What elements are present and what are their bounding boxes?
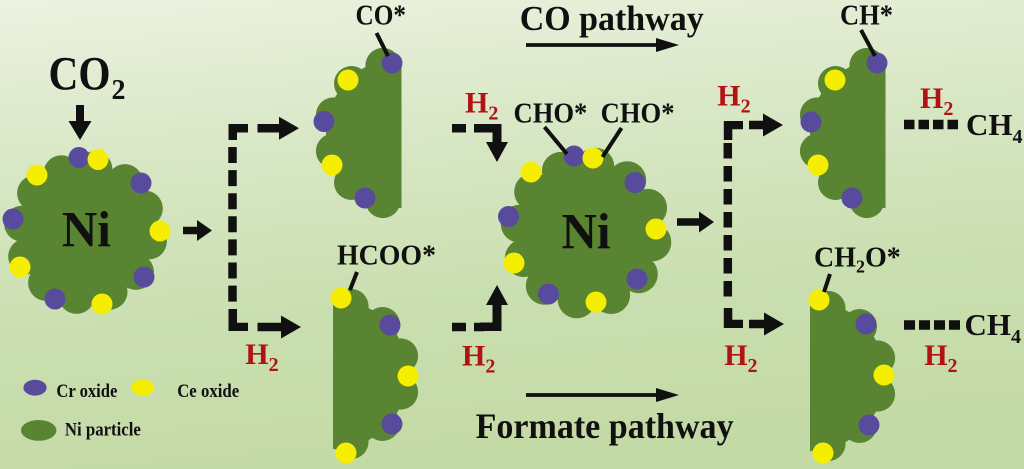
svg-text:Ce oxide: Ce oxide [177, 381, 239, 402]
svg-text:2: 2 [112, 75, 126, 106]
svg-text:CO pathway: CO pathway [520, 0, 704, 38]
svg-text:H2: H2 [724, 339, 757, 377]
svg-text:CO*: CO* [356, 1, 407, 32]
svg-text:HCOO*: HCOO* [337, 241, 436, 272]
svg-text:CH*: CH* [840, 1, 893, 32]
svg-text:CO: CO [49, 48, 111, 101]
svg-text:CHO* CHO*: CHO* CHO* [514, 97, 675, 129]
svg-text:Ni particle: Ni particle [65, 419, 141, 440]
svg-text:H2: H2 [245, 338, 278, 376]
svg-text:Ni: Ni [562, 205, 611, 261]
svg-text:Cr oxide: Cr oxide [56, 381, 117, 402]
svg-text:Ni: Ni [62, 203, 111, 259]
svg-text:Formate pathway: Formate pathway [476, 406, 734, 446]
